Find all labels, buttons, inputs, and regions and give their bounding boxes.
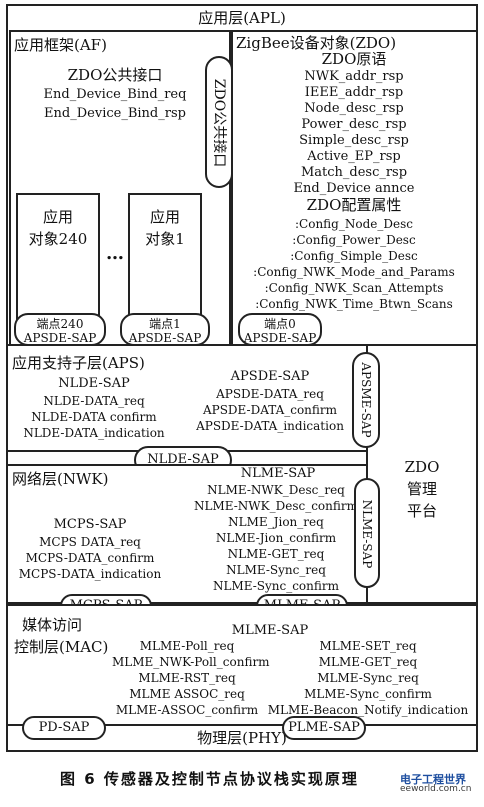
mac-mlme-right-primitive: MLME-Beacon_Notify_indication — [267, 703, 469, 717]
nlme-primitive: NLME-NWK_Desc_confirm — [194, 499, 358, 513]
app-object-240-line2: 对象240 — [28, 230, 88, 248]
zdo-primitive: NWK_addr_rsp — [304, 69, 404, 84]
zdo-primitive: Node_desc_rsp — [304, 101, 404, 116]
nlme-sap-pill: NLME-SAP — [354, 478, 380, 588]
mac-layer — [6, 604, 478, 726]
nwk-nlme-title: NLME-SAP — [240, 466, 316, 481]
figure-caption: 图 6 传感器及控制节点协议栈实现原理 — [60, 770, 359, 788]
app-object-1 — [128, 193, 202, 320]
mac-mlme-left-primitive: MLME-Poll_req — [139, 639, 235, 653]
endpoint-240-label: 端点240 — [36, 317, 84, 331]
mac-mlme-right-primitive: MLME-SET_req — [319, 639, 417, 653]
zdo-config-attribute: :Config_NWK_Mode_and_Params — [253, 265, 455, 279]
nwk-mcps-1: MCPS DATA_req — [39, 535, 141, 549]
aps-apsde-1: APSDE-DATA_req — [216, 387, 324, 401]
aps-apsde-3: APSDE-DATA_indication — [196, 419, 344, 433]
af-zdo-interface-title: ZDO公共接口 — [67, 66, 163, 84]
ellipsis: … — [106, 243, 124, 264]
mac-mlme-left-primitive: MLME ASSOC_req — [129, 687, 245, 701]
mac-mlme-right-primitive: MLME-Sync_req — [317, 671, 419, 685]
nwk-mcps-2: MCPS-DATA_confirm — [25, 551, 155, 565]
endpoint-0-pill: 端点0 APSDE-SAP — [238, 313, 322, 346]
app-object-1-line1: 应用 — [149, 208, 180, 226]
af-title: 应用框架(AF) — [14, 36, 107, 54]
zdo-primitive: IEEE_addr_rsp — [304, 85, 404, 100]
aps-nlde-2: NLDE-DATA confirm — [31, 410, 157, 424]
zdo-config-attribute: :Config_NWK_Time_Btwn_Scans — [255, 297, 453, 311]
phy-title: 物理层(PHY) — [197, 729, 287, 747]
pd-sap-pill: PD-SAP — [22, 716, 106, 740]
aps-apsde-2: APSDE-DATA_confirm — [202, 403, 338, 417]
app-object-240-line1: 应用 — [42, 208, 73, 226]
zdo-mgmt-line3: 平台 — [406, 502, 437, 520]
mac-mlme-left-primitive: MLME_NWK-Poll_confirm — [112, 655, 270, 669]
endpoint-0-sap: APSDE-SAP — [243, 331, 317, 345]
mac-mlme-title: MLME-SAP — [231, 623, 309, 638]
mac-mlme-left-primitive: MLME-ASSOC_confirm — [115, 703, 259, 717]
zdo-primitive: Power_desc_rsp — [301, 117, 407, 132]
endpoint-240-pill: 端点240 APSDE-SAP — [14, 313, 106, 346]
zigbee-device-object — [231, 30, 478, 348]
nwk-mcps-3: MCPS-DATA_indication — [18, 567, 162, 581]
nlme-primitive: NLME-Jion_confirm — [215, 531, 337, 545]
aps-nlde-3: NLDE-DATA_indication — [23, 426, 165, 440]
plme-sap-label: PLME-SAP — [288, 720, 360, 735]
endpoint-1-label: 端点1 — [149, 317, 181, 331]
zdo-config-attribute: :Config_Simple_Desc — [290, 249, 418, 263]
nwk-title: 网络层(NWK) — [12, 470, 109, 488]
zdo-public-interface-pill: ZDO公共接口 — [205, 56, 233, 188]
mac-mlme-right-primitive: MLME-Sync_confirm — [304, 687, 432, 701]
zdo-primitive: Simple_desc_rsp — [299, 133, 409, 148]
nlme-primitive: NLME-NWK_Desc_req — [207, 483, 345, 497]
zdo-config-attribute: :Config_Power_Desc — [292, 233, 416, 247]
endpoint-1-sap: APSDE-SAP — [128, 331, 202, 345]
zdo-public-interface-label: ZDO公共接口 — [211, 78, 227, 168]
apsme-sap-pill: APSME-SAP — [352, 352, 380, 448]
watermark-line2: eeworld.com.cn — [400, 784, 472, 794]
mac-mlme-right-primitive: MLME-GET_req — [318, 655, 418, 669]
aps-nlde-title: NLDE-SAP — [58, 376, 130, 391]
endpoint-0-label: 端点0 — [264, 317, 296, 331]
aps-title: 应用支持子层(APS) — [12, 354, 145, 372]
nwk-mcps-title: MCPS-SAP — [53, 517, 127, 532]
nlme-primitive: NLME_Jion_req — [228, 515, 324, 529]
nlme-sap-label: NLME-SAP — [360, 499, 374, 569]
mac-title-line1: 媒体访问 — [22, 616, 83, 634]
af-line-1: End_Device_Bind_req — [43, 87, 187, 102]
nlde-sap-label: NLDE-SAP — [147, 452, 219, 467]
application-layer-title: 应用层(APL) — [198, 9, 286, 27]
af-line-2: End_Device_Bind_rsp — [44, 106, 186, 121]
app-object-1-line2: 对象1 — [145, 230, 185, 248]
zdo-prims-title: ZDO原语 — [321, 50, 387, 68]
zdo-primitive: End_Device annce — [293, 181, 415, 196]
zdo-mgmt-line1: ZDO — [404, 458, 440, 476]
nlme-primitive: NLME-GET_req — [227, 547, 325, 561]
aps-nlde-1: NLDE-DATA_req — [43, 394, 145, 408]
endpoint-1-pill: 端点1 APSDE-SAP — [120, 313, 210, 346]
apsme-sap-label: APSME-SAP — [359, 362, 373, 438]
mac-mlme-left-primitive: MLME-RST_req — [138, 671, 236, 685]
mac-title-line2: 控制层(MAC) — [14, 638, 109, 656]
zdo-config-attribute: :Config_NWK_Scan_Attempts — [264, 281, 444, 295]
zdo-primitive: Active_EP_rsp — [307, 149, 401, 164]
network-layer — [6, 464, 368, 604]
zdo-cfg-title: ZDO配置属性 — [306, 196, 402, 214]
plme-sap-pill: PLME-SAP — [282, 716, 366, 740]
zdo-mgmt-line2: 管理 — [406, 480, 437, 498]
pd-sap-label: PD-SAP — [38, 720, 90, 735]
nlme-primitive: NLME-Sync_confirm — [212, 579, 340, 593]
aps-apsde-title: APSDE-SAP — [230, 369, 310, 384]
nlme-primitive: NLME-Sync_req — [226, 563, 326, 577]
zdo-title: ZigBee设备对象(ZDO) — [236, 34, 397, 52]
zdo-config-attribute: :Config_Node_Desc — [295, 217, 413, 231]
watermark-logo: 电子工程世界 eeworld.com.cn — [400, 774, 471, 794]
zdo-primitive: Match_desc_rsp — [300, 165, 408, 180]
endpoint-240-sap: APSDE-SAP — [23, 331, 97, 345]
watermark-line1: 电子工程世界 — [400, 773, 466, 786]
aps-layer — [6, 344, 368, 452]
